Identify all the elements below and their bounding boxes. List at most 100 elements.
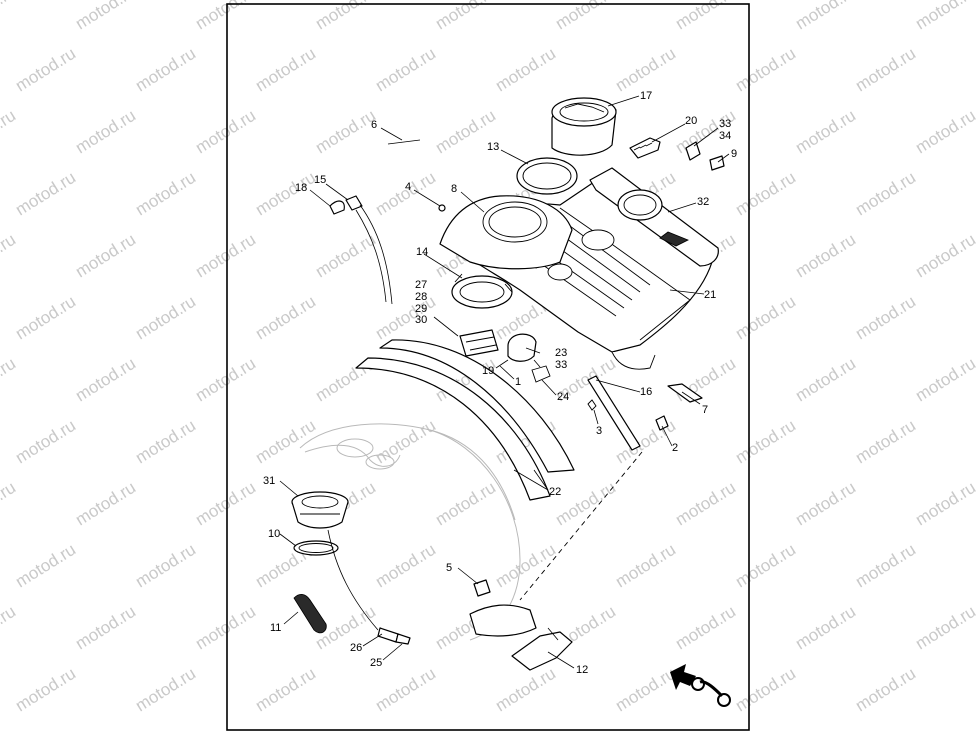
assembly-line	[519, 451, 643, 601]
watermark-text: motod.ru	[192, 602, 259, 654]
watermark-text: motod.ru	[372, 540, 439, 592]
switch-cap	[685, 141, 701, 161]
watermark-text: motod.ru	[72, 478, 139, 530]
switch-housing	[459, 329, 499, 357]
watermark-text: motod.ru	[252, 44, 319, 96]
callout-19: 19	[482, 365, 494, 377]
watermark-text: motod.ru	[792, 354, 859, 406]
callout-30: 30	[415, 314, 427, 326]
watermark-text: motod.ru	[72, 230, 139, 282]
watermark-text: motod.ru	[192, 230, 259, 282]
callout-26: 26	[350, 642, 362, 654]
callout-9: 9	[731, 148, 737, 160]
watermark-text: motod.ru	[0, 602, 19, 654]
watermark-text: motod.ru	[792, 230, 859, 282]
callout-22: 22	[549, 486, 561, 498]
callout-5: 5	[446, 562, 452, 574]
watermark-text: motod.ru	[852, 540, 919, 592]
callout-18: 18	[295, 182, 307, 194]
watermark-text: motod.ru	[972, 168, 976, 220]
callout-17: 17	[640, 90, 652, 102]
watermark-text: motod.ru	[732, 292, 799, 344]
callout-labels: 6 4 8 13 17 20 33 34 9 32 21 15 18 14 27…	[263, 90, 737, 676]
watermark-text: motod.ru	[0, 106, 19, 158]
watermark-text: motod.ru	[0, 478, 19, 530]
filter-sock	[293, 594, 327, 634]
watermark-text: motod.ru	[912, 230, 976, 282]
watermark-text: motod.ru	[672, 478, 739, 530]
callout-25: 25	[370, 657, 382, 669]
watermark-text: motod.ru	[792, 478, 859, 530]
watermark-text: motod.ru	[372, 664, 439, 716]
speedometer	[551, 97, 617, 156]
watermark-text: motod.ru	[612, 44, 679, 96]
callout-33b: 33	[555, 359, 567, 371]
callout-3: 3	[596, 425, 602, 437]
callout-10: 10	[268, 528, 280, 540]
watermark-text: motod.ru	[132, 540, 199, 592]
motorcycle-direction-icon	[670, 664, 731, 707]
watermark-text: motod.ru	[552, 478, 619, 530]
watermark-text: motod.ru	[732, 168, 799, 220]
mounting-strap	[587, 375, 703, 451]
watermark-text: motod.ru	[12, 416, 79, 468]
callout-7: 7	[702, 404, 708, 416]
watermark-text: motod.ru	[192, 106, 259, 158]
fuel-tank-outline	[299, 423, 521, 641]
watermark-text: motod.ru	[72, 354, 139, 406]
leader-lines	[279, 95, 730, 669]
watermark-text: motod.ru	[732, 540, 799, 592]
watermark-text: motod.ru	[372, 44, 439, 96]
watermark-text: motod.ru	[192, 354, 259, 406]
instrument-cover	[439, 195, 573, 270]
watermark-text: motod.ru	[0, 0, 19, 33]
lamp-cover	[709, 155, 725, 171]
wiring-harness	[329, 195, 393, 305]
fuel-line	[327, 529, 411, 645]
callout-11: 11	[270, 622, 281, 634]
watermark-text: motod.ru	[972, 540, 976, 592]
top-panel	[589, 167, 719, 267]
watermark-text: motod.ru	[72, 0, 139, 33]
watermark-text: motod.ru	[12, 292, 79, 344]
watermark-text: motod.ru	[972, 292, 976, 344]
watermark-text: motod.ru	[12, 664, 79, 716]
watermark-text: motod.ru	[252, 292, 319, 344]
tank-bracket	[469, 579, 573, 671]
gauge-bracket	[451, 273, 513, 309]
callout-16: 16	[640, 386, 652, 398]
watermark-text: motod.ru	[252, 416, 319, 468]
callout-6: 6	[371, 119, 377, 131]
watermark-text: motod.ru	[852, 664, 919, 716]
watermark-text: motod.ru	[912, 602, 976, 654]
watermark-text: motod.ru	[132, 292, 199, 344]
watermark-text: motod.ru	[732, 664, 799, 716]
watermark-text: motod.ru	[492, 664, 559, 716]
watermark-text: motod.ru	[732, 416, 799, 468]
screw	[438, 204, 446, 212]
gauge-motor	[507, 333, 551, 383]
watermark-text: motod.ru	[852, 292, 919, 344]
watermark-text: motod.ru	[12, 168, 79, 220]
watermark-text: motod.ru	[252, 664, 319, 716]
callout-23: 23	[555, 347, 567, 359]
callout-13: 13	[487, 141, 499, 153]
fuel-pump	[291, 491, 349, 529]
watermark-text: motod.ru	[672, 354, 739, 406]
watermark-text: motod.ru	[12, 540, 79, 592]
callout-27: 27	[415, 279, 427, 291]
watermark-text: motod.ru	[672, 602, 739, 654]
watermark-text: motod.ru	[192, 0, 259, 33]
watermark-text: motod.ru	[852, 44, 919, 96]
watermark-text: motod.ru	[0, 354, 19, 406]
watermark-text: motod.ru	[792, 0, 859, 33]
watermark-text: motod.ru	[972, 44, 976, 96]
trim-strips	[355, 339, 575, 501]
callout-1: 1	[515, 376, 521, 388]
watermark-text: motod.ru	[792, 106, 859, 158]
watermark-text: motod.ru	[132, 44, 199, 96]
watermark-text: motod.ru	[72, 106, 139, 158]
watermark-text: motod.ru	[372, 292, 439, 344]
watermark-text: motod.ru	[432, 0, 499, 33]
watermark-text: motod.ru	[972, 416, 976, 468]
